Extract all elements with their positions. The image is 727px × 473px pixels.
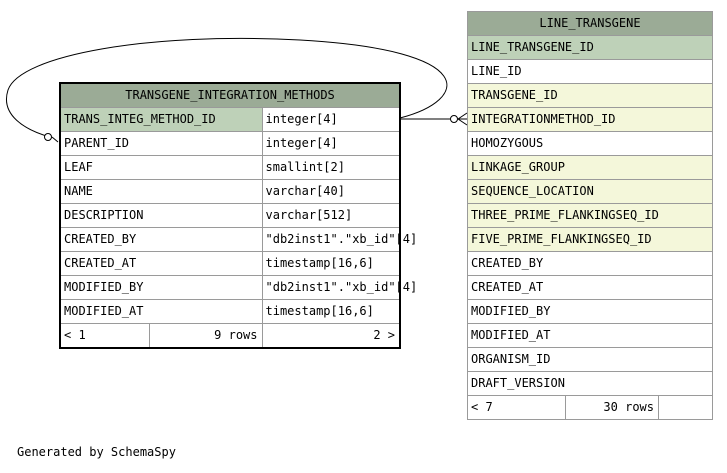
column-name[interactable]: PARENT_ID [59, 131, 263, 156]
column-name[interactable]: DRAFT_VERSION [466, 371, 714, 396]
table-row[interactable]: INTEGRATIONMETHOD_ID [466, 107, 714, 132]
column-name[interactable]: ORGANISM_ID [466, 347, 714, 372]
table-row[interactable]: LINE_ID [466, 59, 714, 84]
column-type: varchar[40] [261, 179, 401, 204]
crow-foot-lower [457, 118, 468, 126]
table-row[interactable]: SEQUENCE_LOCATION [466, 179, 714, 204]
column-name[interactable]: INTEGRATIONMETHOD_ID [466, 107, 714, 132]
column-name[interactable]: LEAF [59, 155, 263, 180]
table-row[interactable]: DRAFT_VERSION [466, 371, 714, 396]
column-type: "db2inst1"."xb_id"[4] [261, 275, 417, 300]
column-name[interactable]: LINKAGE_GROUP [466, 155, 714, 180]
column-name[interactable]: HOMOZYGOUS [466, 131, 714, 156]
column-name[interactable]: MODIFIED_BY [59, 275, 263, 300]
column-name[interactable]: SEQUENCE_LOCATION [466, 179, 714, 204]
table-row[interactable]: HOMOZYGOUS [466, 131, 714, 156]
table-row[interactable]: FIVE_PRIME_FLANKINGSEQ_ID [466, 227, 714, 252]
self-reference-zero-marker [44, 133, 52, 141]
column-name[interactable]: MODIFIED_BY [466, 299, 714, 324]
column-name[interactable]: TRANSGENE_ID [466, 83, 714, 108]
column-name[interactable]: CREATED_BY [59, 227, 263, 252]
row-count: 30 rows [565, 395, 659, 420]
table-row[interactable]: MODIFIED_BY [466, 299, 714, 324]
generated-by-label: Generated by SchemaSpy [17, 445, 176, 459]
table-row[interactable]: MODIFIED_BY"db2inst1"."xb_id"[4] [59, 275, 417, 300]
column-name[interactable]: LINE_TRANSGENE_ID [466, 35, 714, 60]
column-name[interactable]: THREE_PRIME_FLANKINGSEQ_ID [466, 203, 714, 228]
column-name[interactable]: CREATED_AT [59, 251, 263, 276]
fk-zero-marker [450, 115, 458, 123]
children-count[interactable]: 2 > [261, 323, 401, 349]
column-type: integer[4] [261, 131, 401, 156]
table-title[interactable]: TRANSGENE_INTEGRATION_METHODS [59, 82, 401, 108]
row-count: 9 rows [148, 323, 263, 349]
table-row[interactable]: THREE_PRIME_FLANKINGSEQ_ID [466, 203, 714, 228]
parents-count[interactable]: < 1 [59, 323, 150, 349]
column-type: smallint[2] [261, 155, 401, 180]
column-name[interactable]: CREATED_BY [466, 251, 714, 276]
children-count [657, 395, 714, 420]
column-type: timestamp[16,6] [261, 299, 401, 324]
parents-count[interactable]: < 7 [467, 395, 566, 420]
crow-foot-upper [457, 112, 468, 120]
column-type: "db2inst1"."xb_id"[4] [261, 227, 417, 252]
column-name[interactable]: DESCRIPTION [59, 203, 263, 228]
column-name[interactable]: FIVE_PRIME_FLANKINGSEQ_ID [466, 227, 714, 252]
column-name[interactable]: LINE_ID [466, 59, 714, 84]
table-title[interactable]: LINE_TRANSGENE [466, 11, 714, 36]
table-row[interactable]: ORGANISM_ID [466, 347, 714, 372]
column-name[interactable]: NAME [59, 179, 263, 204]
table-row[interactable]: LINKAGE_GROUP [466, 155, 714, 180]
column-name[interactable]: CREATED_AT [466, 275, 714, 300]
column-type: timestamp[16,6] [261, 251, 401, 276]
table-row[interactable]: LINE_TRANSGENE_ID [466, 35, 714, 60]
table-row[interactable]: CREATED_BY [466, 251, 714, 276]
column-type: varchar[512] [261, 203, 401, 228]
table-row[interactable]: TRANSGENE_ID [466, 83, 714, 108]
table-row[interactable]: CREATED_BY"db2inst1"."xb_id"[4] [59, 227, 417, 252]
column-name[interactable]: MODIFIED_AT [59, 299, 263, 324]
column-name[interactable]: TRANS_INTEG_METHOD_ID [59, 107, 263, 132]
table-row[interactable]: MODIFIED_AT [466, 323, 714, 348]
table-row[interactable]: CREATED_AT [466, 275, 714, 300]
self-reference-end [51, 136, 59, 143]
column-type: integer[4] [261, 107, 401, 132]
table-transgene-integration-methods[interactable]: TRANSGENE_INTEGRATION_METHODS TRANS_INTE… [59, 82, 417, 349]
column-name[interactable]: MODIFIED_AT [466, 323, 714, 348]
